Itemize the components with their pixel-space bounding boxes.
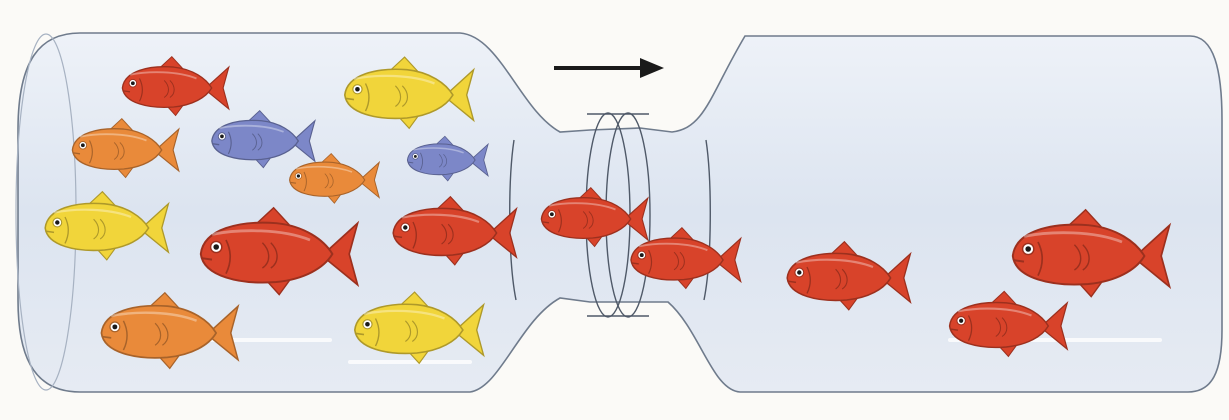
right-arrow-icon bbox=[554, 58, 664, 78]
